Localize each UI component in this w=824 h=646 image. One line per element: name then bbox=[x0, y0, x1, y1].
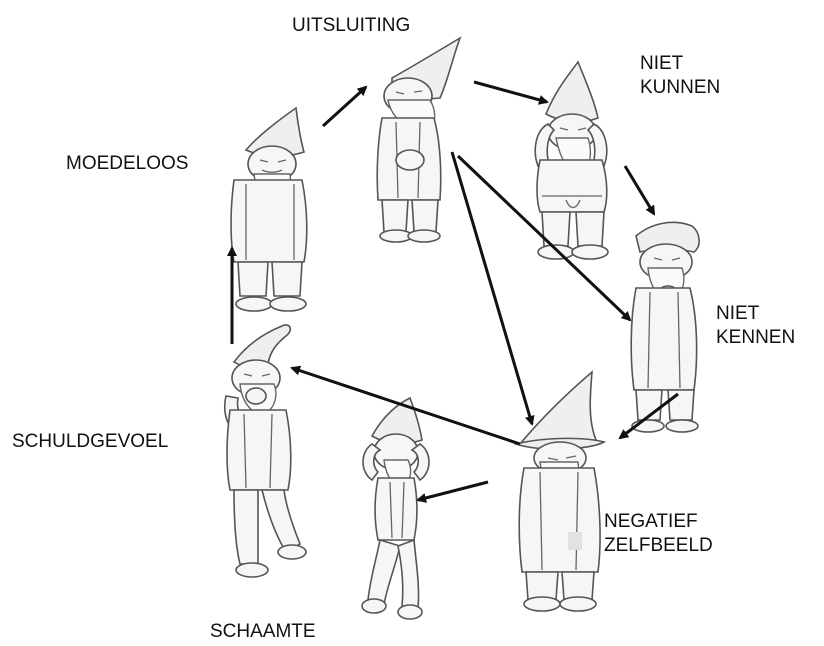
label-niet-kennen: NIET KENNEN bbox=[716, 302, 795, 350]
arrow-niet-kunnen-to-niet-kennen bbox=[625, 166, 654, 214]
label-niet-kunnen: NIET KUNNEN bbox=[640, 52, 720, 100]
gnome-uitsluiting-icon bbox=[377, 38, 460, 242]
label-niet-kunnen-line1: NIET bbox=[640, 52, 720, 76]
arrow-uitsluiting-to-niet-kunnen bbox=[474, 82, 547, 102]
arrow-uitsluiting-to-negatief bbox=[452, 152, 532, 424]
gnome-moedeloos-icon bbox=[231, 108, 307, 311]
arrow-moedeloos-to-uitsluiting bbox=[323, 87, 366, 126]
gnome-negatief-zelfbeeld-icon bbox=[516, 372, 604, 611]
label-niet-kennen-line1: NIET bbox=[716, 302, 795, 326]
gnome-schaamte-icon bbox=[362, 398, 429, 619]
label-niet-kunnen-line2: KUNNEN bbox=[640, 76, 720, 100]
label-negatief-zelfbeeld: NEGATIEF ZELFBEELD bbox=[604, 510, 713, 558]
label-schaamte: SCHAAMTE bbox=[210, 620, 316, 644]
label-negatief-line1: NEGATIEF bbox=[604, 510, 713, 534]
label-niet-kennen-line2: KENNEN bbox=[716, 326, 795, 350]
label-negatief-line2: ZELFBEELD bbox=[604, 534, 713, 558]
label-schuldgevoel: SCHULDGEVOEL bbox=[12, 430, 168, 454]
gnome-schuldgevoel-icon bbox=[225, 325, 306, 577]
gnome-niet-kunnen-icon bbox=[535, 62, 608, 259]
label-uitsluiting: UITSLUITING bbox=[292, 14, 410, 38]
label-moedeloos: MOEDELOOS bbox=[66, 152, 188, 176]
arrow-negatief-to-schaamte bbox=[418, 482, 488, 500]
gnome-niet-kennen-icon bbox=[631, 222, 699, 432]
